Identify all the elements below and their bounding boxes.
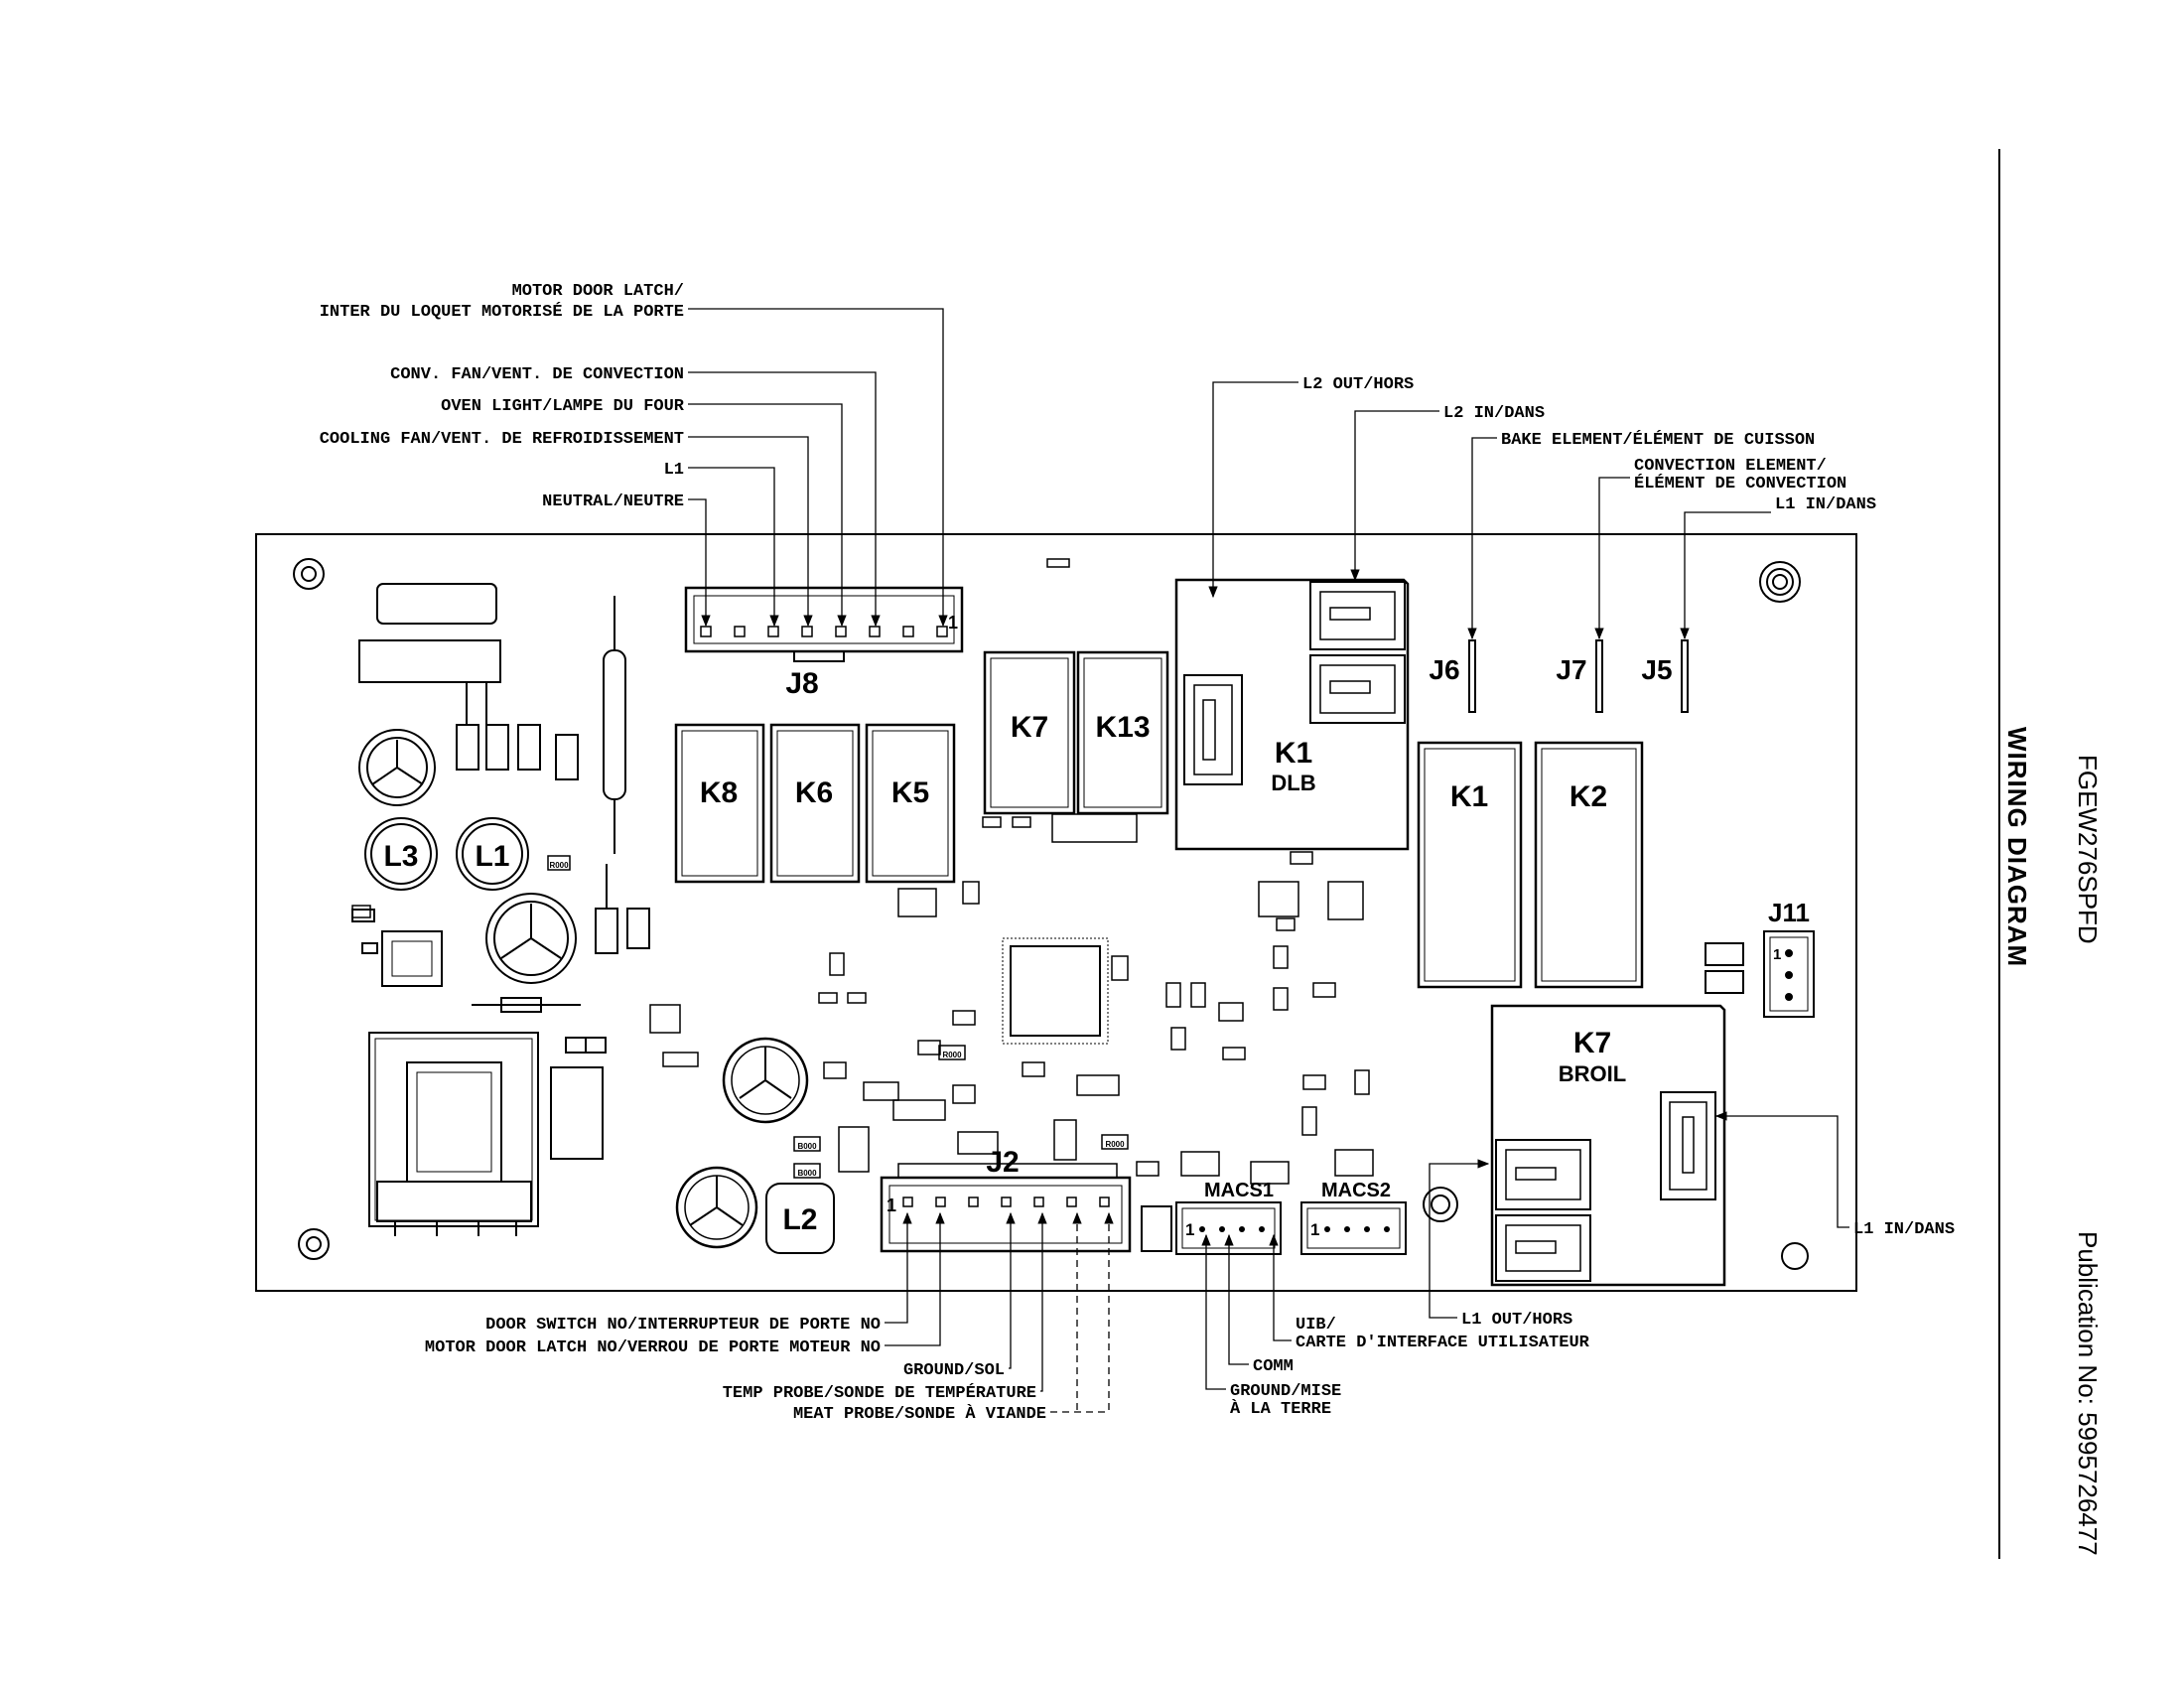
smd-components xyxy=(649,558,1374,1185)
inductor-l1-label: L1 xyxy=(475,840,509,873)
callout-motor-door-latch-1: MOTOR DOOR LATCH/ xyxy=(512,282,684,301)
callout-uib-1: UIB/ xyxy=(1296,1316,1336,1335)
connector-j2 xyxy=(880,1163,1132,1253)
macs2-pin1-label: 1 xyxy=(1310,1220,1319,1239)
bottom-callout-lines xyxy=(885,1111,1849,1392)
callout-temp-probe: TEMP PROBE/SONDE DE TEMPÉRATURE xyxy=(723,1383,1036,1403)
callout-l2-in: L2 IN/DANS xyxy=(1443,404,1545,423)
callout-door-switch: DOOR SWITCH NO/INTERRUPTEUR DE PORTE NO xyxy=(485,1316,881,1335)
j6-label: J6 xyxy=(1429,654,1459,685)
inductor-l2-label: L2 xyxy=(782,1203,817,1236)
callout-convection-element-2: ÉLÉMENT DE CONVECTION xyxy=(1634,474,1846,493)
relay-k1-label: K1 xyxy=(1450,780,1488,813)
capacitor-mid xyxy=(722,1037,809,1124)
chip-code-r1: R000 xyxy=(549,861,569,870)
j11-label: J11 xyxy=(1768,898,1810,927)
relay-k6-label: K6 xyxy=(795,776,833,809)
j5-label: J5 xyxy=(1641,654,1672,685)
macs2-label: MACS2 xyxy=(1321,1180,1391,1201)
chip-code-r3: R000 xyxy=(1105,1140,1125,1149)
relay-group-k8-k6-k5 xyxy=(674,723,956,884)
microcontroller xyxy=(1002,937,1109,1045)
inductor-l2 xyxy=(765,1183,835,1254)
relay-k7-small-label: K7 xyxy=(1011,711,1048,744)
connector-macs xyxy=(1141,1201,1407,1255)
j7-label: J7 xyxy=(1556,654,1586,685)
relay-k1-dlb xyxy=(1174,578,1410,851)
chip-code-r2: R000 xyxy=(942,1051,962,1059)
j2-label: J2 xyxy=(986,1146,1019,1179)
j8-label: J8 xyxy=(785,667,818,700)
j2-pin1-label: 1 xyxy=(887,1196,896,1215)
chip-code-b2: B000 xyxy=(797,1142,817,1151)
terminals-j6-j7-j5 xyxy=(1468,639,1689,713)
connector-j8 xyxy=(684,586,964,662)
callout-l1-out: L1 OUT/HORS xyxy=(1461,1311,1572,1330)
callout-conv-fan: CONV. FAN/VENT. DE CONVECTION xyxy=(390,365,684,384)
callout-l1: L1 xyxy=(664,461,684,480)
connector-j11 xyxy=(1705,930,1815,1018)
callout-bake-element: BAKE ELEMENT/ÉLÉMENT DE CUISSON xyxy=(1501,430,1815,450)
title-block-divider xyxy=(1998,149,2000,1559)
callout-neutral: NEUTRAL/NEUTRE xyxy=(542,492,684,511)
relay-k1-dlb-label: K1 xyxy=(1275,737,1312,770)
model-number: FGEW276SPFD xyxy=(2073,755,2103,944)
callout-cooling-fan: COOLING FAN/VENT. DE REFROIDISSEMENT xyxy=(320,430,684,449)
inductor-l3-label: L3 xyxy=(383,840,418,873)
j8-pin1-label: 1 xyxy=(948,613,958,633)
callout-uib-2: CARTE D'INTERFACE UTILISATEUR xyxy=(1296,1334,1590,1352)
callout-motor-door-latch-no: MOTOR DOOR LATCH NO/VERROU DE PORTE MOTE… xyxy=(425,1338,881,1357)
relay-k8-label: K8 xyxy=(700,776,738,809)
relay-k5-label: K5 xyxy=(891,776,929,809)
relay-k13-label: K13 xyxy=(1095,711,1150,744)
callout-convection-element-1: CONVECTION ELEMENT/ xyxy=(1634,457,1827,476)
chip-code-b1: B000 xyxy=(797,1169,817,1178)
callout-ground-sol: GROUND/SOL xyxy=(903,1361,1005,1380)
relay-dlb-label: DLB xyxy=(1271,771,1315,795)
relay-k7-broil xyxy=(1490,1004,1726,1287)
mounting-holes xyxy=(293,558,1809,1270)
relay-k7-broil-label: K7 xyxy=(1573,1027,1611,1059)
macs1-label: MACS1 xyxy=(1204,1180,1274,1201)
relay-broil-label: BROIL xyxy=(1559,1061,1626,1086)
meat-probe-dashed-lines xyxy=(1050,1211,1114,1413)
callout-ground-mise-1: GROUND/MISE xyxy=(1230,1382,1341,1401)
power-supply-components xyxy=(351,583,650,1236)
relay-group-k7-k13 xyxy=(983,650,1169,815)
callout-l1-in-right: L1 IN/DANS xyxy=(1853,1220,1955,1239)
capacitor-large xyxy=(675,1166,758,1249)
top-right-callout-lines xyxy=(1208,381,1771,640)
j11-pin1-label: 1 xyxy=(1773,946,1781,963)
relay-k2-label: K2 xyxy=(1570,780,1607,813)
r000-chips: R000 R000 R000 B000 B000 xyxy=(351,855,1129,1179)
control-board-outline xyxy=(255,533,1857,1292)
callout-oven-light: OVEN LIGHT/LAMPE DU FOUR xyxy=(441,397,685,416)
j8-callout-lines xyxy=(688,308,948,628)
callout-l1-in-top: L1 IN/DANS xyxy=(1775,495,1876,514)
diagram-title: WIRING DIAGRAM xyxy=(2002,727,2032,968)
publication-number: Publication No: 5995726477 xyxy=(2073,1231,2103,1556)
relay-group-k1-k2 xyxy=(1417,741,1644,989)
callout-l2-out: L2 OUT/HORS xyxy=(1302,375,1414,394)
callout-comm: COMM xyxy=(1253,1357,1294,1376)
callout-ground-mise-2: À LA TERRE xyxy=(1230,1399,1331,1419)
callout-motor-door-latch-2: INTER DU LOQUET MOTORISÉ DE LA PORTE xyxy=(320,302,684,322)
macs1-pin1-label: 1 xyxy=(1185,1220,1194,1239)
callout-meat-probe: MEAT PROBE/SONDE À VIANDE xyxy=(793,1404,1046,1424)
